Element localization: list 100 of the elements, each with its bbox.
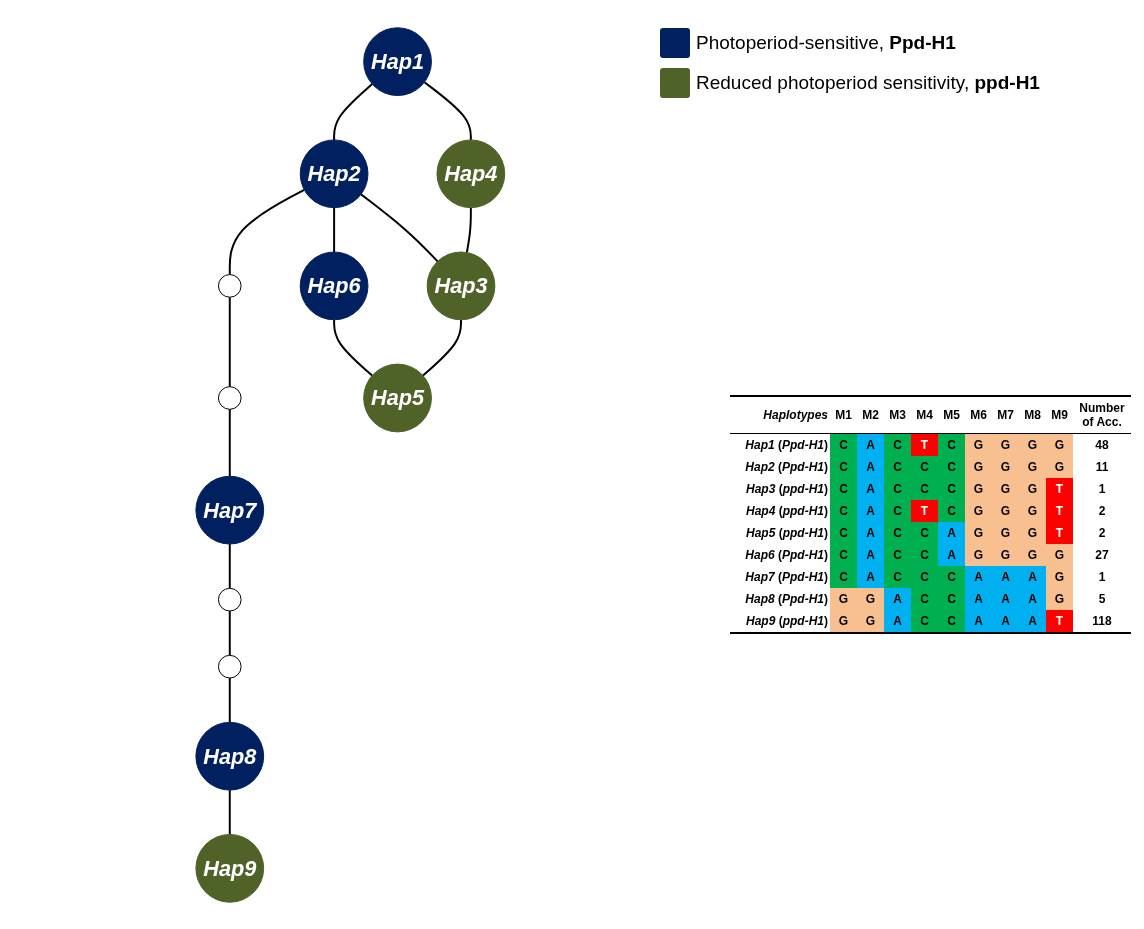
allele-value: G <box>865 592 876 606</box>
allele-value: G <box>973 526 984 540</box>
allele-value: C <box>893 570 902 584</box>
allele-value: G <box>1054 548 1065 562</box>
allele-value: C <box>947 504 956 518</box>
allele-value: C <box>947 592 956 606</box>
connector <box>465 206 472 253</box>
node-circle: Hap4 <box>436 138 505 208</box>
allele-value: C <box>920 526 929 540</box>
column-header: M9 <box>1051 408 1068 422</box>
allele-value: G <box>973 482 984 496</box>
column-header: M6 <box>970 408 987 422</box>
allele-value: C <box>920 570 929 584</box>
allele-value: A <box>1028 592 1037 606</box>
allele-value: G <box>1054 570 1065 584</box>
allele-value: T <box>1055 614 1064 628</box>
allele-value: C <box>920 614 929 628</box>
connector <box>228 676 231 723</box>
allele-value: A <box>866 460 875 474</box>
allele-value: G <box>1000 482 1011 496</box>
row-header: Hap4 (ppd-H1) <box>746 504 828 518</box>
connector <box>228 609 231 656</box>
allele-value: T <box>1055 504 1064 518</box>
node-circle: Hap5 <box>362 363 432 432</box>
row-header: Hap5 (ppd-H1) <box>746 526 828 540</box>
node-circle: Hap7 <box>195 475 264 544</box>
allele-value: T <box>1055 526 1064 540</box>
allele-value: C <box>947 614 956 628</box>
count-value: 27 <box>1095 548 1109 562</box>
allele-value: G <box>973 548 984 562</box>
allele-value: C <box>839 504 848 518</box>
allele-value: C <box>947 482 956 496</box>
allele-value: G <box>1027 548 1038 562</box>
count-value: 5 <box>1098 592 1106 606</box>
connector <box>228 788 231 835</box>
allele-value: T <box>920 504 929 518</box>
node-circle: Hap8 <box>195 721 264 791</box>
allele-value: C <box>839 438 848 452</box>
allele-value: G <box>1054 438 1065 452</box>
connector <box>332 82 373 141</box>
allele-value: A <box>1001 592 1010 606</box>
count-value: 2 <box>1098 504 1106 518</box>
allele-value: A <box>947 548 956 562</box>
allele-value: A <box>866 482 875 496</box>
allele-value: C <box>839 482 848 496</box>
row-header: Hap3 (ppd-H1) <box>746 482 828 496</box>
row-header: Hap8 (Ppd-H1) <box>745 592 828 606</box>
allele-value: A <box>893 592 902 606</box>
connector <box>423 80 472 141</box>
connector <box>332 206 335 253</box>
row-header: Hap6 (Ppd-H1) <box>745 548 828 562</box>
node-circle <box>217 587 242 611</box>
allele-value: G <box>1027 526 1038 540</box>
allele-value: A <box>974 570 983 584</box>
allele-value: A <box>866 570 875 584</box>
node-circle: Hap3 <box>426 251 496 320</box>
allele-value: C <box>947 438 956 452</box>
allele-value: C <box>920 592 929 606</box>
allele-value: C <box>893 526 902 540</box>
allele-value: C <box>893 438 902 452</box>
column-header: M7 <box>997 408 1014 422</box>
allele-value: G <box>973 504 984 518</box>
allele-value: G <box>973 438 984 452</box>
allele-value: C <box>920 460 929 474</box>
allele-value: C <box>947 570 956 584</box>
connector <box>421 318 462 377</box>
allele-value: G <box>1027 482 1038 496</box>
node-circle: Hap1 <box>362 26 432 96</box>
node-circle <box>217 654 242 678</box>
column-header: M4 <box>916 408 933 422</box>
allele-value: G <box>1000 548 1011 562</box>
allele-value: C <box>920 482 929 496</box>
allele-value: G <box>1000 460 1011 474</box>
allele-value: T <box>920 438 929 452</box>
allele-value: G <box>1027 438 1038 452</box>
count-value: 118 <box>1092 614 1112 628</box>
allele-value: C <box>839 548 848 562</box>
count-value: 2 <box>1098 526 1106 540</box>
allele-value: G <box>1054 460 1065 474</box>
allele-value: A <box>893 614 902 628</box>
allele-value: A <box>1001 570 1010 584</box>
row-header: Hap1 (Ppd-H1) <box>745 438 828 452</box>
column-header: M1 <box>835 408 852 422</box>
allele-value: G <box>838 592 849 606</box>
legend-text: Photoperiod-sensitive, Ppd-H1 <box>696 32 956 54</box>
connector <box>228 407 231 477</box>
allele-value: G <box>973 460 984 474</box>
row-header: Hap2 (Ppd-H1) <box>745 460 828 474</box>
connector <box>228 295 231 388</box>
allele-value: C <box>839 570 848 584</box>
allele-value: A <box>866 548 875 562</box>
row-header: Hap9 (ppd-H1) <box>746 614 828 628</box>
allele-value: C <box>893 460 902 474</box>
column-header: Number of Acc. <box>1079 401 1125 429</box>
count-value: 1 <box>1098 482 1106 496</box>
allele-value: A <box>947 526 956 540</box>
connector <box>359 192 439 262</box>
allele-value: A <box>1001 614 1010 628</box>
allele-value: A <box>974 592 983 606</box>
allele-value: A <box>866 526 875 540</box>
